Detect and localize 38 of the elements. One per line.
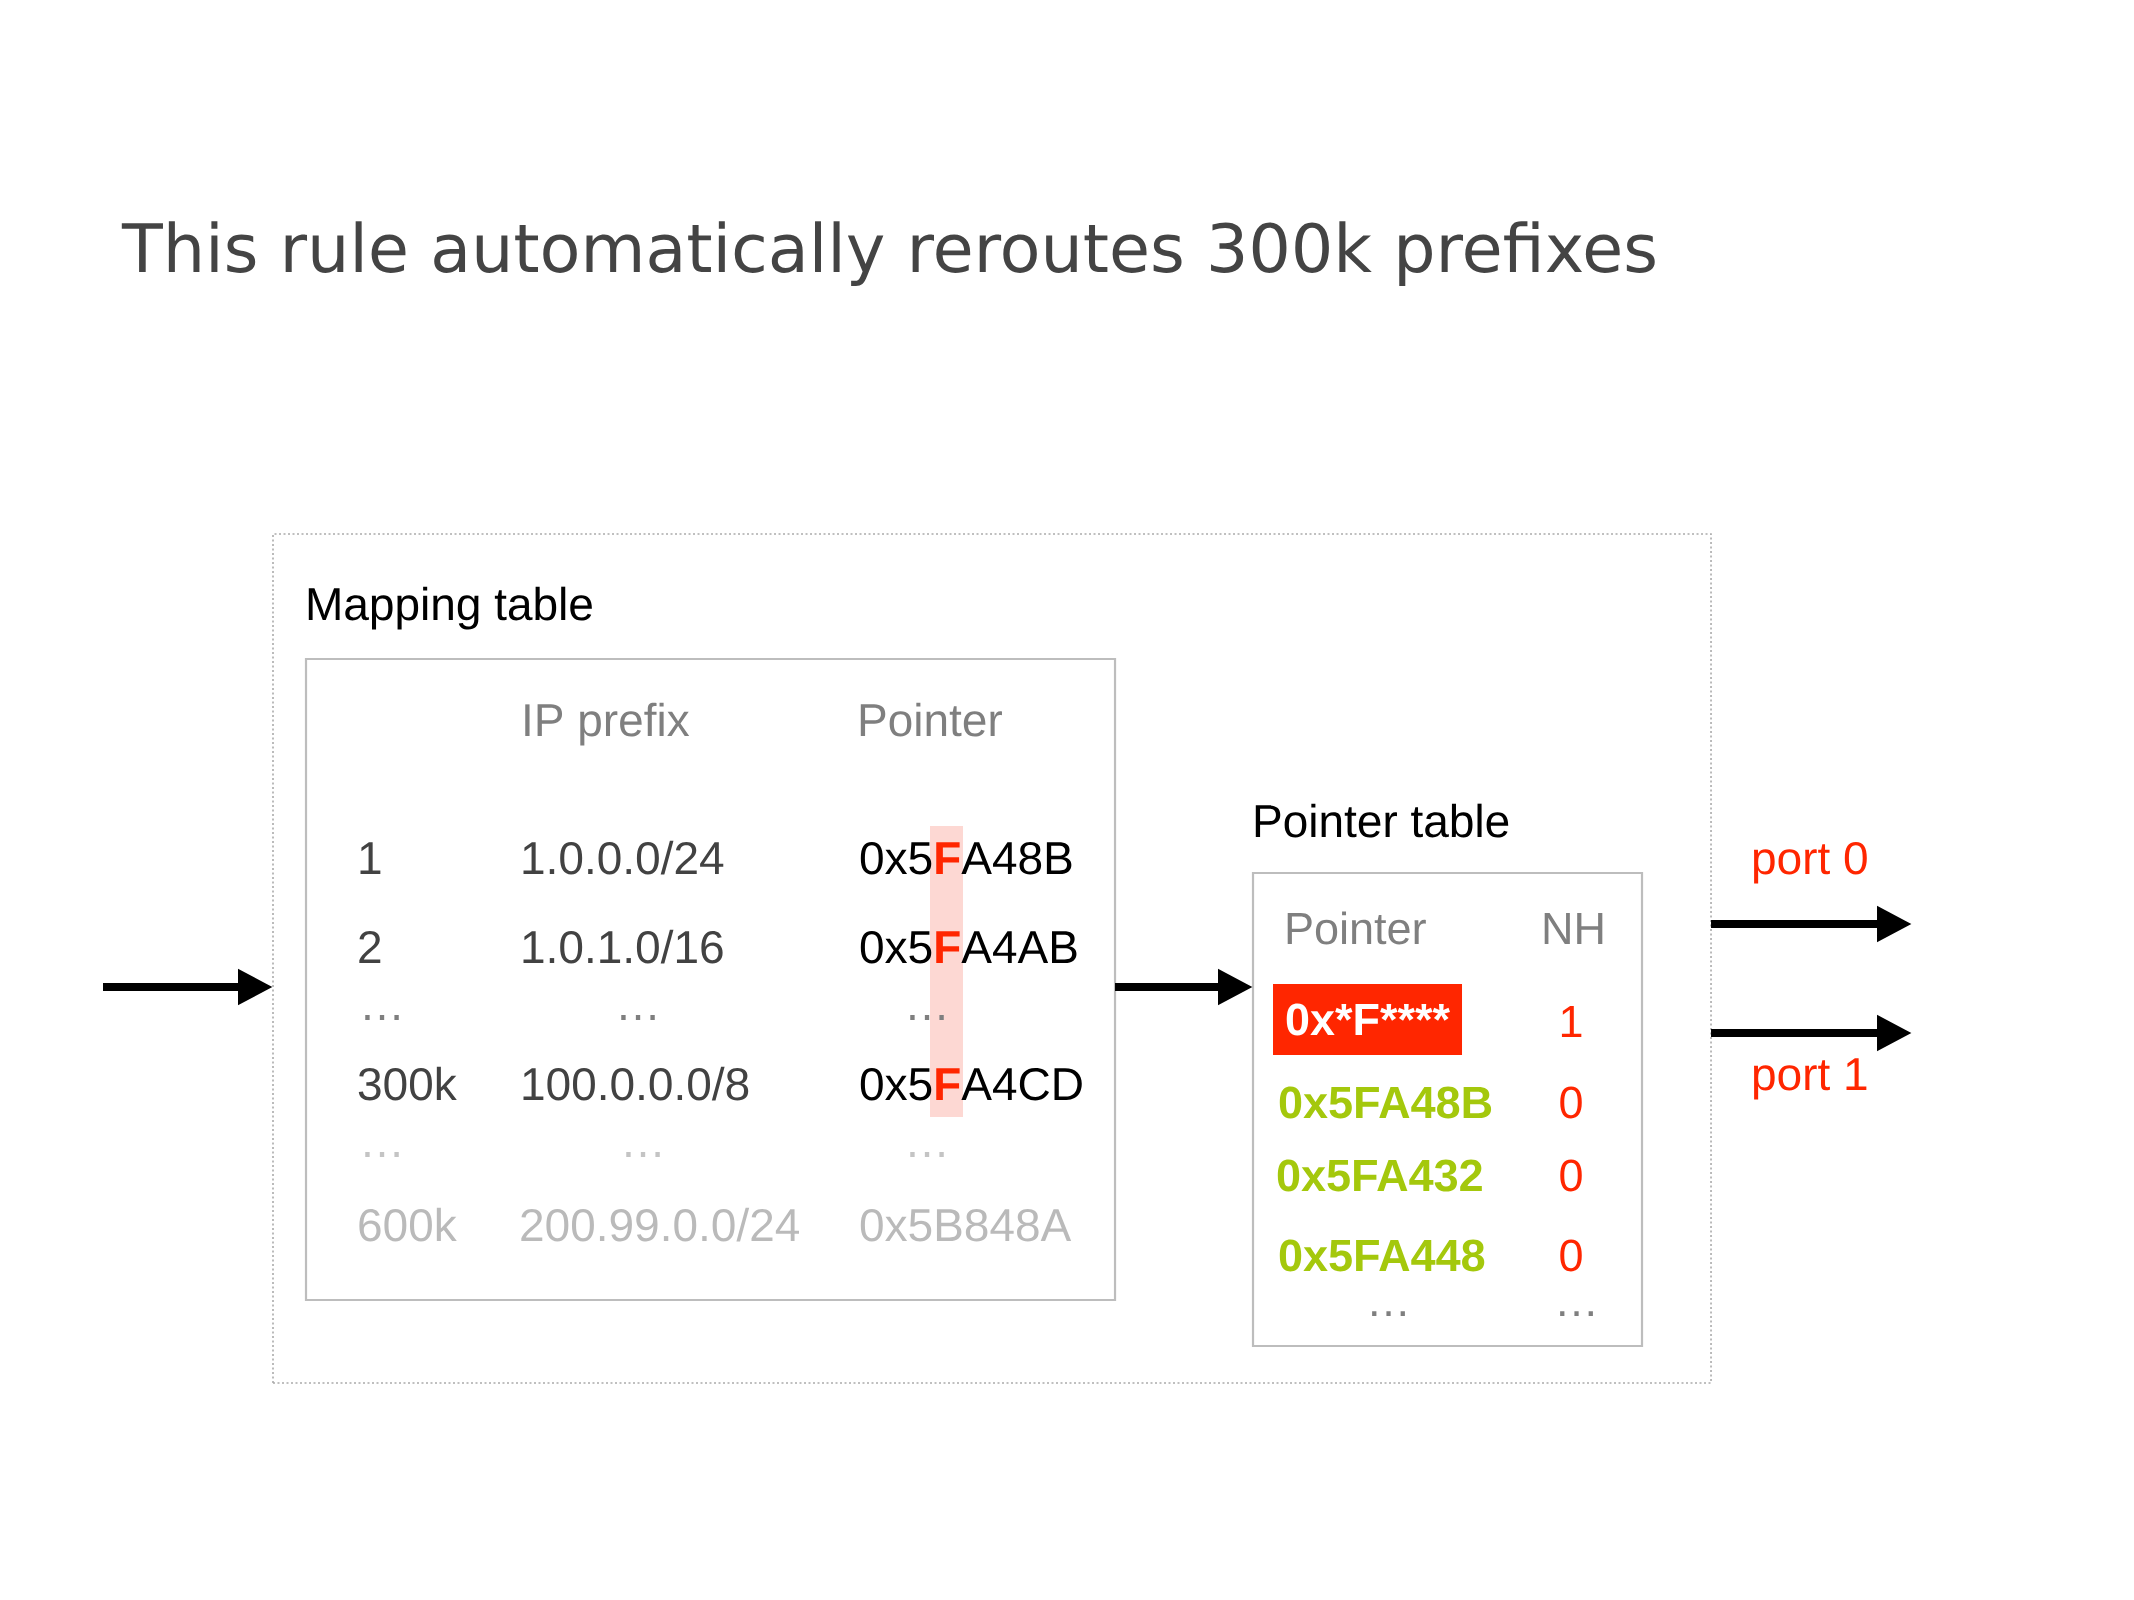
table-cell: 300k (358, 1066, 457, 1101)
table-cell: 1.0.1.0/16 (523, 929, 723, 964)
ellipsis: … (365, 1015, 399, 1020)
table-cell: 0x5FA48B (1279, 1086, 1492, 1119)
table-cell: 1 (360, 842, 381, 874)
title: This rule automatically reroutes 300k prefixes (121, 221, 1655, 286)
table-cell: 1 (1561, 1006, 1582, 1037)
table-cell: 100.0.0.0/8 (523, 1066, 749, 1101)
ellipsis: … (910, 1152, 944, 1157)
table-cell: 0 (1560, 1159, 1582, 1192)
table-cell: 2 (359, 930, 381, 963)
column-header: NH (1544, 913, 1603, 944)
table-cell: 0x5FA48B (860, 841, 1072, 875)
ellipsis: … (626, 1152, 660, 1157)
ellipsis: … (1372, 1311, 1405, 1316)
edge-label: port 1 (1754, 1058, 1867, 1100)
table-cell: 0x5FA4AB (860, 930, 1077, 964)
outer-frame (272, 533, 1712, 1384)
highlighted-cell: 0x*F**** (1273, 984, 1462, 1055)
ellipsis: … (1560, 1311, 1593, 1316)
table-title: Mapping table (308, 586, 592, 630)
table-cell: 0x5FA432 (1277, 1159, 1482, 1192)
table-cell: 0x5FA448 (1279, 1239, 1485, 1272)
edge-label: port 0 (1754, 841, 1867, 884)
ellipsis: … (910, 1015, 944, 1020)
ellipsis: … (365, 1152, 399, 1157)
ellipsis: … (621, 1015, 655, 1020)
table-cell: 0 (1560, 1086, 1582, 1119)
table-cell: 600k (359, 1207, 457, 1242)
table-title: Pointer table (1255, 803, 1509, 838)
table-cell: 1.0.0.0/24 (523, 840, 724, 875)
column-header: Pointer (860, 702, 1002, 737)
table-cell: 0x5FA4CD (860, 1067, 1082, 1101)
column-header: IP prefix (525, 702, 690, 746)
column-header: Pointer (1287, 911, 1426, 945)
table-cell: 0 (1560, 1239, 1582, 1272)
table-cell: 200.99.0.0/24 (521, 1207, 799, 1242)
table-cell: 0x5B848A (860, 1208, 1072, 1242)
